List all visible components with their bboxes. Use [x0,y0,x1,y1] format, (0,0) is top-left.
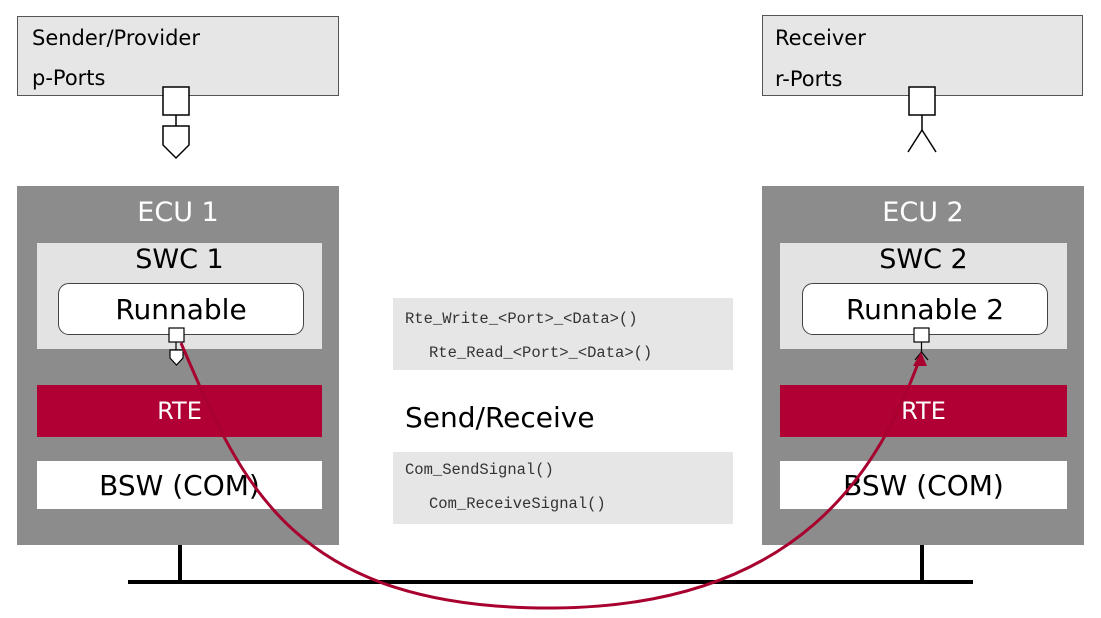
swc-2: SWC 2 Runnable 2 [780,243,1067,349]
runnable-1-port-icon [168,327,185,366]
ecu-1-title: ECU 1 [137,197,219,228]
rte-1: RTE [37,385,322,437]
ecu-1: ECU 1 SWC 1 Runnable RTE BSW (COM) [17,186,339,545]
provider-port-icon [162,86,190,160]
runnable-2: Runnable 2 [802,283,1048,335]
sender-provider-label: Sender/Provider [32,26,200,50]
swc-1-title: SWC 1 [135,244,224,275]
rte-write-api: Rte_Write_<Port>_<Data>() [405,310,638,328]
signal-path-arc [179,342,923,610]
receiver-label: Receiver [775,26,866,50]
can-bus [128,545,973,584]
r-ports-label: r-Ports [775,67,843,91]
com-send-api: Com_SendSignal() [405,461,554,479]
com-api-box: Com_SendSignal() Com_ReceiveSignal() [393,452,733,524]
receiver-box: Receiver r-Ports [762,15,1083,96]
p-ports-label: p-Ports [32,66,106,90]
swc-2-title: SWC 2 [879,244,968,275]
sender-provider-box: Sender/Provider p-Ports [17,16,339,96]
signal-arrowhead-icon [913,352,927,366]
rte-2: RTE [780,385,1067,437]
bsw-com-1: BSW (COM) [37,461,322,509]
send-receive-title: Send/Receive [405,401,595,434]
runnable-1: Runnable [58,283,304,335]
rte-read-api: Rte_Read_<Port>_<Data>() [429,344,653,362]
bsw-com-2: BSW (COM) [780,461,1067,509]
com-receive-api: Com_ReceiveSignal() [429,495,606,513]
required-port-icon [907,86,937,153]
ecu-2-title: ECU 2 [882,197,964,228]
rte-api-box: Rte_Write_<Port>_<Data>() Rte_Read_<Port… [393,298,733,370]
